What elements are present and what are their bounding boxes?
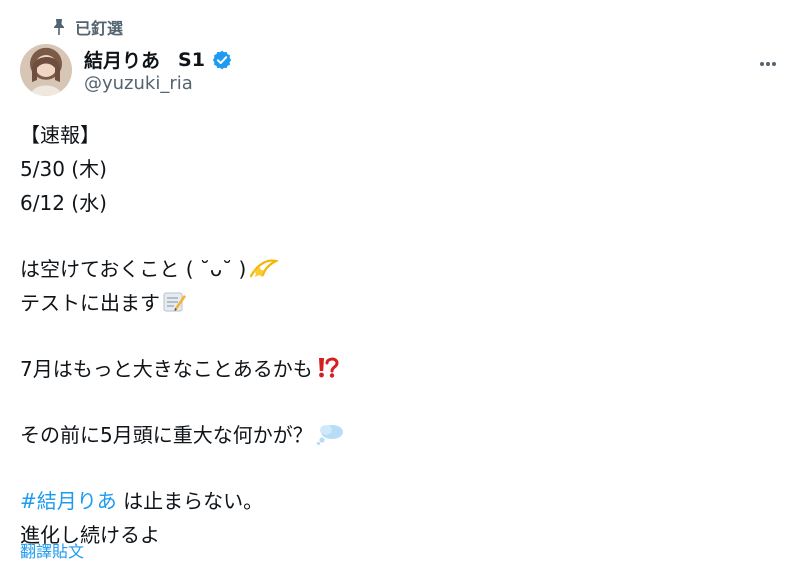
post-header: 結月りあ S1 @yuzuki_ria bbox=[20, 44, 780, 100]
paragraph-gap bbox=[20, 220, 780, 252]
post-line-4-text: は空けておくこと ( ˘ᴗ˘ ) bbox=[20, 257, 247, 281]
user-handle[interactable]: @yuzuki_ria bbox=[84, 73, 193, 94]
pin-icon bbox=[53, 18, 65, 36]
post-line-2: 5/30 (木) bbox=[20, 157, 107, 181]
paragraph-gap bbox=[20, 386, 780, 418]
post-text: 【速報】 5/30 (木) 6/12 (水) は空けておくこと ( ˘ᴗ˘ ) … bbox=[20, 118, 780, 552]
post-line-6: 7月はもっと大きなことあるかも bbox=[20, 352, 780, 386]
translate-post-link[interactable]: 翻譯貼文 bbox=[20, 542, 85, 561]
display-name-suffix[interactable]: S1 bbox=[178, 48, 205, 71]
post-line-9: 進化し続けるよ bbox=[20, 523, 160, 547]
post-line-8-text: は止まらない。 bbox=[116, 489, 264, 513]
post-line-6-text: 7月はもっと大きなことあるかも bbox=[20, 357, 313, 381]
thought-bubble-icon bbox=[315, 422, 345, 446]
display-name[interactable]: 結月りあ bbox=[84, 50, 161, 72]
post-line-7: その前に5月頭に重大な何かが？ bbox=[20, 418, 780, 452]
avatar[interactable] bbox=[20, 44, 72, 96]
hashtag-link[interactable]: #結月りあ bbox=[20, 489, 117, 513]
more-icon[interactable] bbox=[756, 52, 780, 76]
post-line-7-text: その前に5月頭に重大な何かが？ bbox=[20, 423, 313, 447]
paragraph-gap bbox=[20, 452, 780, 484]
post-line-3: 6/12 (水) bbox=[20, 191, 107, 215]
pinned-label: 已釘選 bbox=[75, 19, 124, 38]
display-name-row[interactable]: 結月りあ S1 bbox=[84, 46, 233, 73]
post-line-4: は空けておくこと ( ˘ᴗ˘ ) bbox=[20, 252, 780, 286]
dizzy-star-icon bbox=[248, 256, 279, 280]
memo-icon bbox=[162, 290, 188, 314]
post-line-5-text: テストに出ます bbox=[20, 291, 160, 315]
post-line-8: #結月りあ は止まらない。 bbox=[20, 484, 780, 518]
exclamation-question-icon bbox=[315, 356, 341, 380]
pinned-indicator: 已釘選 bbox=[53, 16, 123, 38]
post-line-5: テストに出ます bbox=[20, 286, 780, 320]
post-line-1: 【速報】 bbox=[20, 123, 100, 147]
verified-badge-icon bbox=[211, 49, 233, 71]
paragraph-gap bbox=[20, 320, 780, 352]
